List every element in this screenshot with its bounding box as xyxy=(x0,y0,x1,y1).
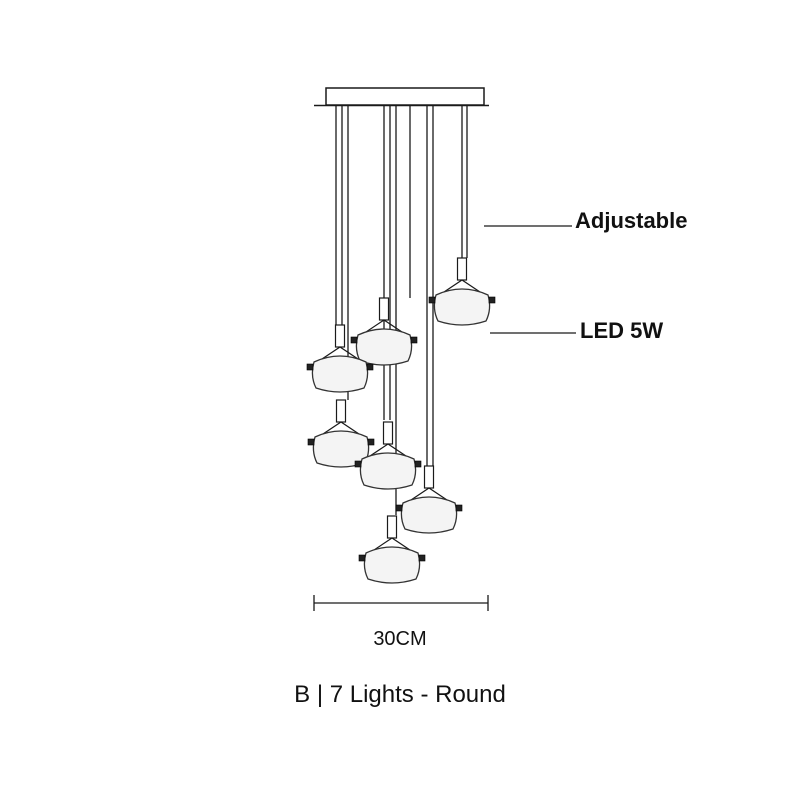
product-caption: B | 7 Lights - Round xyxy=(294,681,506,708)
lamp-clip-right xyxy=(488,296,496,304)
pendant-lamp xyxy=(306,324,374,393)
adjustable-label: Adjustable xyxy=(575,208,687,233)
led-callout: LED 5W xyxy=(490,318,663,343)
lamp-clip-left xyxy=(354,460,362,468)
lamp-clip-left xyxy=(350,336,358,344)
lamp-shade xyxy=(359,452,417,490)
ceiling-canopy xyxy=(314,87,489,107)
pendant-lamps xyxy=(306,257,496,584)
lamp-clip-right xyxy=(418,554,426,562)
pendant-lamp xyxy=(358,515,426,584)
lamp-socket xyxy=(378,297,390,321)
suspension-cables xyxy=(335,106,468,515)
width-label: 30CM xyxy=(373,628,426,650)
pendant-lamp xyxy=(428,257,496,326)
lamp-socket xyxy=(382,421,394,445)
lamp-socket xyxy=(334,324,346,348)
led-label: LED 5W xyxy=(580,318,663,343)
adjustable-callout: Adjustable xyxy=(484,208,687,233)
lamp-socket xyxy=(335,399,347,423)
lamp-clip-left xyxy=(307,438,315,446)
lamp-socket xyxy=(386,515,398,539)
pendant-lamp xyxy=(395,465,463,534)
lamp-shade xyxy=(400,496,458,534)
pendant-lamp xyxy=(350,297,418,366)
lamp-clip-left xyxy=(306,363,314,371)
lamp-shade xyxy=(363,546,421,584)
lamp-socket xyxy=(423,465,435,489)
lamp-clip-right xyxy=(366,363,374,371)
pendant-lamp xyxy=(354,421,422,490)
lamp-shade xyxy=(311,355,369,393)
lamp-shade xyxy=(433,288,491,326)
lamp-clip-left xyxy=(428,296,436,304)
pendant-lamp xyxy=(307,399,375,468)
lamp-clip-right xyxy=(414,460,422,468)
lamp-clip-left xyxy=(358,554,366,562)
width-dimension xyxy=(313,595,489,611)
lamp-shade xyxy=(355,328,413,366)
lamp-clip-right xyxy=(455,504,463,512)
lamp-clip-right xyxy=(367,438,375,446)
lamp-clip-right xyxy=(410,336,418,344)
lamp-socket xyxy=(456,257,468,281)
lamp-clip-left xyxy=(395,504,403,512)
